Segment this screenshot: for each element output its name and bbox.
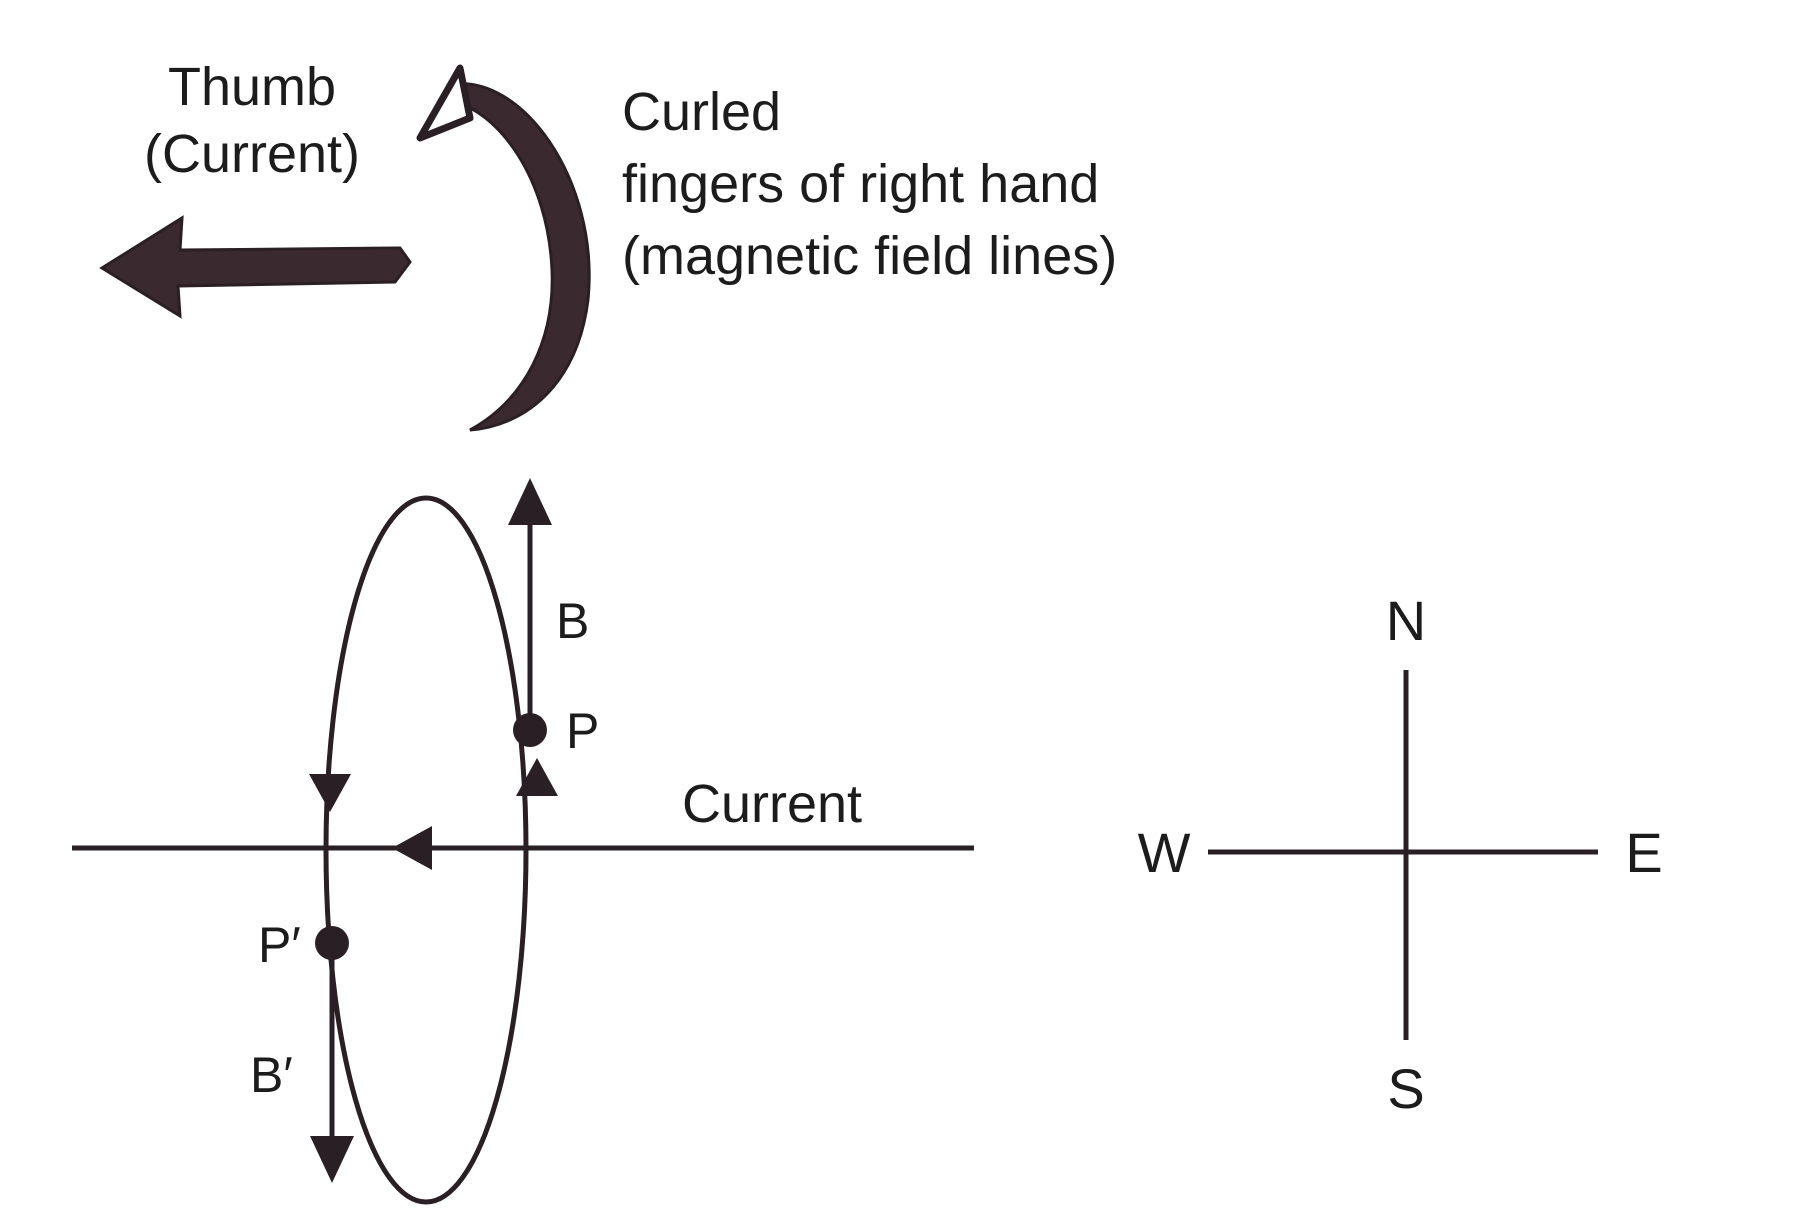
thumb-arrow-icon: [99, 215, 412, 319]
fingers-label-line3: (magnetic field lines): [622, 226, 1117, 286]
point-p-prime-label: P′: [258, 917, 301, 973]
right-hand-illustration: Thumb (Current) Curled fingers of right …: [99, 57, 1117, 432]
fingers-label-line1: Curled: [622, 82, 781, 142]
vector-b-arrowhead-icon: [508, 478, 552, 525]
wire-field-diagram: B P Current P′ B′: [72, 478, 974, 1205]
fingers-label-line2: fingers of right hand: [622, 154, 1099, 214]
thumb-label-line2: (Current): [144, 124, 360, 184]
current-label: Current: [682, 774, 862, 834]
current-arrowhead-icon: [392, 826, 432, 870]
vector-b-prime-arrowhead-icon: [310, 1136, 354, 1183]
compass-north-label: N: [1386, 589, 1426, 652]
compass: N S W E: [1138, 589, 1663, 1120]
loop-arrow-down-icon: [309, 774, 351, 812]
curled-fingers-arrowhead-icon: [416, 64, 474, 142]
compass-west-label: W: [1138, 821, 1191, 884]
vector-b-label: B: [556, 593, 589, 649]
compass-east-label: E: [1625, 821, 1662, 884]
point-p-label: P: [566, 703, 599, 759]
loop-arrow-up-icon: [516, 758, 558, 796]
compass-south-label: S: [1387, 1057, 1424, 1120]
vector-b-prime-label: B′: [250, 1047, 293, 1103]
thumb-label-line1: Thumb: [168, 57, 336, 117]
curled-fingers-arc-icon: [446, 82, 591, 432]
